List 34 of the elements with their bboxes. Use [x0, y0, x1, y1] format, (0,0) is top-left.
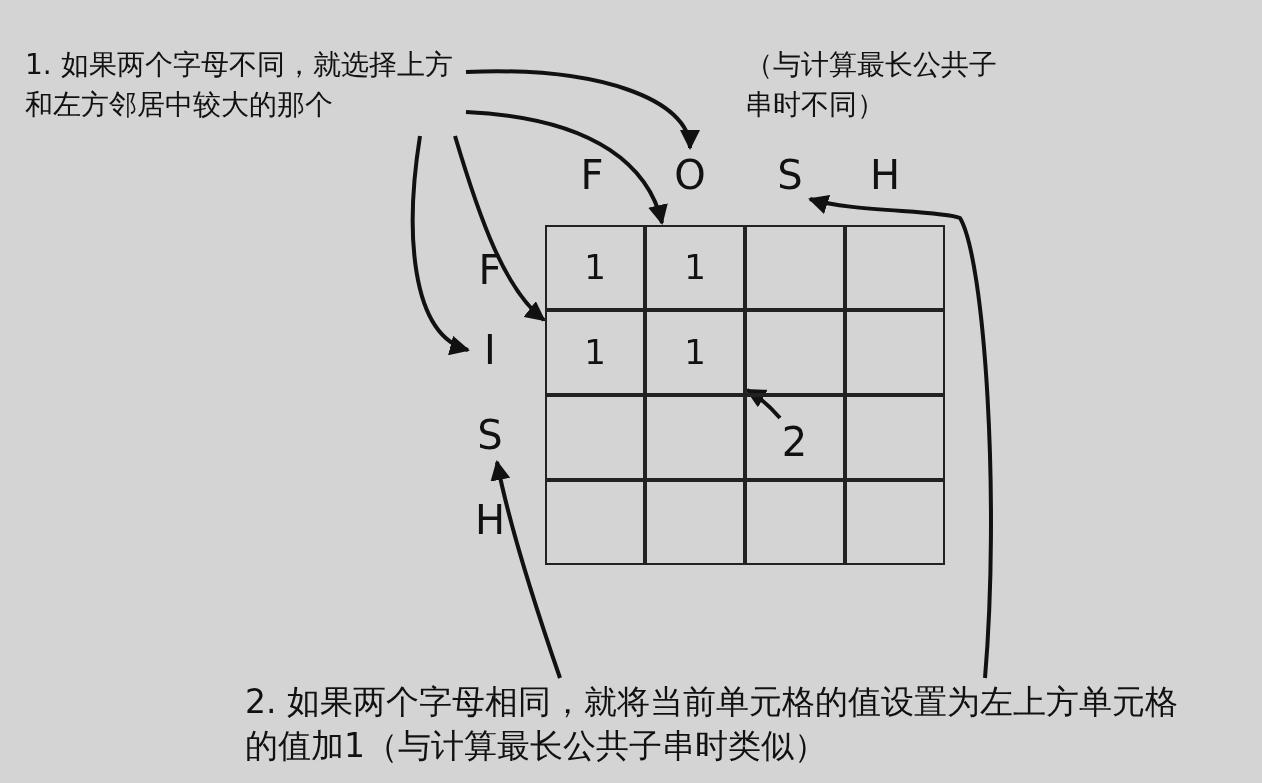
grid-cell [845, 225, 945, 310]
row-header: S [470, 410, 510, 460]
column-header: O [670, 150, 710, 200]
curved-arrow [453, 135, 546, 322]
callout-number: 2 [772, 417, 817, 467]
grid-cell [545, 395, 645, 480]
grid-cell [645, 395, 745, 480]
instruction-note: 2. 如果两个字母相同，就将当前单元格的值设置为左上方单元格的值加1（与计算最长公共子串时类似） [245, 680, 1195, 770]
row-header: H [470, 495, 510, 545]
grid-cell [745, 225, 845, 310]
grid-cell [645, 480, 745, 565]
curved-arrow [410, 135, 470, 353]
grid-cell: 1 [545, 225, 645, 310]
curved-arrow [465, 110, 667, 225]
column-header: F [572, 150, 612, 200]
instruction-note: 1. 如果两个字母不同，就选择上方和左方邻居中较大的那个 [25, 45, 465, 135]
grid-cell [745, 310, 845, 395]
curved-arrow [490, 460, 562, 679]
curved-arrow [745, 388, 782, 420]
grid-cell [745, 395, 845, 480]
grid-cell [845, 395, 945, 480]
column-header: S [770, 150, 810, 200]
note-text: （与计算最长公共子串时不同） [745, 47, 998, 123]
grid-cell: 1 [645, 310, 745, 395]
grid-cell: 1 [645, 225, 745, 310]
grid-cell: 1 [545, 310, 645, 395]
row-header: I [470, 325, 510, 375]
curved-arrow [465, 69, 698, 150]
curved-arrow [808, 194, 993, 679]
grid-cell [845, 480, 945, 565]
grid-cell [545, 480, 645, 565]
grid-cell [845, 310, 945, 395]
column-header: H [865, 150, 905, 200]
grid-cell [745, 480, 845, 565]
